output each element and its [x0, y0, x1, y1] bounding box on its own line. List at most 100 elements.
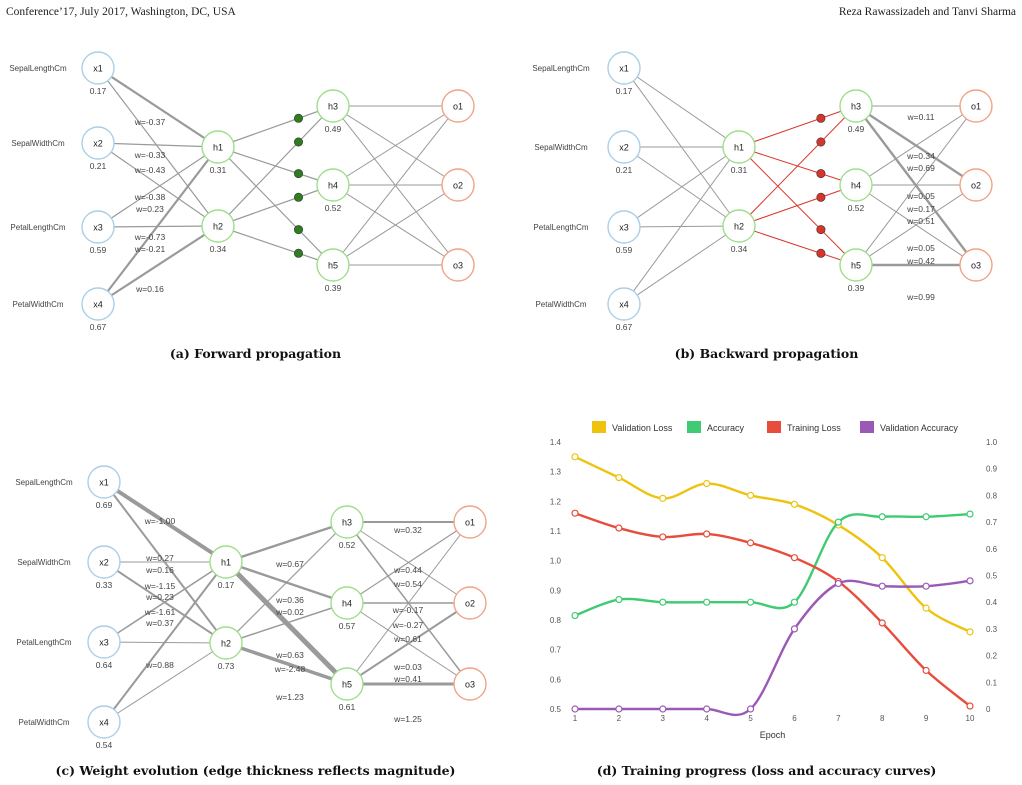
edge-hidden-hidden — [738, 184, 857, 227]
data-point — [615, 595, 623, 604]
data-point — [571, 453, 579, 461]
hidden1-node-value: 0.31 — [731, 165, 748, 175]
edge-input-hidden — [97, 146, 219, 228]
hidden2-node-value: 0.57 — [339, 621, 356, 631]
input-node-value: 0.21 — [90, 161, 107, 171]
left-tick-label: 1.4 — [550, 438, 562, 447]
weight-label: w=0.34 — [906, 151, 935, 161]
weight-label: w=0.16 — [135, 284, 164, 294]
left-tick-label: 1.0 — [550, 557, 562, 566]
hidden2-node-label: h3 — [328, 102, 338, 112]
hidden1-node-label: h1 — [734, 143, 744, 153]
signal-marker — [816, 169, 826, 179]
signal-marker — [293, 248, 303, 258]
input-node-value: 0.17 — [90, 86, 107, 96]
left-tick-label: 0.9 — [550, 586, 562, 595]
hidden1-node-value: 0.34 — [731, 244, 748, 254]
data-point — [966, 628, 974, 636]
edge-layer — [97, 67, 459, 305]
input-node — [87, 625, 121, 659]
edge-hidden-hidden — [738, 105, 857, 227]
weight-label: w=-1.15 — [144, 581, 176, 591]
hidden2-node-value: 0.52 — [848, 203, 865, 213]
edge-hidden-output — [332, 105, 459, 186]
legend-label: Training Loss — [787, 423, 841, 433]
edge-input-hidden — [102, 480, 228, 564]
edge-input-hidden — [623, 146, 740, 228]
weight-label: w=-0.38 — [134, 192, 166, 202]
x-axis-label: Epoch — [760, 730, 786, 740]
input-node — [81, 126, 115, 160]
right-tick-label: 0.6 — [986, 545, 998, 554]
weight-label: w=-0.21 — [134, 244, 166, 254]
data-point — [790, 625, 799, 633]
weight-label: w=0.41 — [393, 674, 422, 684]
data-point — [790, 598, 799, 606]
input-node-label: x3 — [93, 223, 103, 233]
weight-evolution-network: x10.69x20.33x30.64x40.54h10.17h20.73h30.… — [15, 465, 487, 750]
feature-label: PetalWidthCm — [535, 300, 586, 309]
feature-label: PetalLengthCm — [16, 638, 71, 647]
edge-hidden-output — [346, 602, 471, 685]
caption-weight-evolution: (c) Weight evolution (edge thickness ref… — [55, 763, 456, 778]
left-tick-label: 0.8 — [550, 616, 562, 625]
weight-label: w=-0.73 — [134, 232, 166, 242]
output-node-label: o2 — [971, 181, 981, 191]
signal-marker — [293, 169, 303, 179]
signal-marker — [293, 225, 303, 235]
edge-input-hidden — [623, 67, 740, 148]
data-point — [615, 524, 623, 532]
edge-hidden-output — [855, 105, 977, 266]
input-node-label: x2 — [619, 143, 629, 153]
input-node — [607, 287, 641, 321]
output-node-label: o2 — [465, 599, 475, 609]
output-node-label: o3 — [971, 261, 981, 271]
data-point — [659, 705, 667, 713]
hidden2-node — [839, 248, 873, 282]
weight-label: w=0.42 — [906, 256, 935, 266]
input-node-label: x1 — [99, 478, 109, 488]
data-point — [878, 619, 886, 627]
signal-marker — [816, 225, 826, 235]
signal-marker — [816, 113, 826, 123]
hidden2-node — [316, 248, 350, 282]
data-point — [790, 554, 799, 562]
running-header-right: Reza Rawassizadeh and Tanvi Sharma — [838, 6, 1016, 18]
output-node — [441, 248, 475, 282]
feature-label: SepalLengthCm — [9, 64, 67, 73]
hidden2-node — [330, 586, 364, 620]
series-line — [574, 455, 971, 633]
output-node-label: o3 — [465, 680, 475, 690]
input-node-value: 0.64 — [96, 660, 113, 670]
legend-swatch — [687, 421, 701, 433]
data-point — [966, 702, 974, 710]
hidden1-node — [201, 130, 235, 164]
input-node — [87, 465, 121, 499]
data-point — [659, 494, 667, 502]
caption-backward-propagation: (b) Backward propagation — [674, 346, 859, 361]
weight-label: w=0.27 — [145, 553, 174, 563]
weight-label: w=0.23 — [135, 204, 164, 214]
hidden1-node-value: 0.34 — [210, 244, 227, 254]
input-node — [607, 210, 641, 244]
hidden2-node-label: h5 — [328, 261, 338, 271]
x-tick-label: 3 — [661, 714, 666, 723]
signal-marker — [293, 113, 303, 123]
data-point — [922, 666, 930, 675]
output-node — [959, 89, 993, 123]
data-point — [703, 598, 711, 606]
edge-hidden-output — [855, 184, 977, 266]
hidden2-node — [839, 89, 873, 123]
edge-input-hidden — [97, 225, 219, 305]
output-node — [959, 248, 993, 282]
output-node — [453, 667, 487, 701]
hidden2-node-value: 0.52 — [325, 203, 342, 213]
weight-label: w=0.88 — [145, 660, 174, 670]
hidden1-node — [209, 545, 243, 579]
axis-ticks: 0.50.60.70.80.91.01.11.21.31.400.10.20.3… — [550, 438, 998, 723]
edge-hidden-hidden — [217, 105, 334, 227]
x-tick-label: 4 — [704, 714, 709, 723]
input-node-value: 0.67 — [90, 322, 107, 332]
x-tick-label: 6 — [792, 714, 797, 723]
edge-input-hidden — [103, 561, 227, 643]
